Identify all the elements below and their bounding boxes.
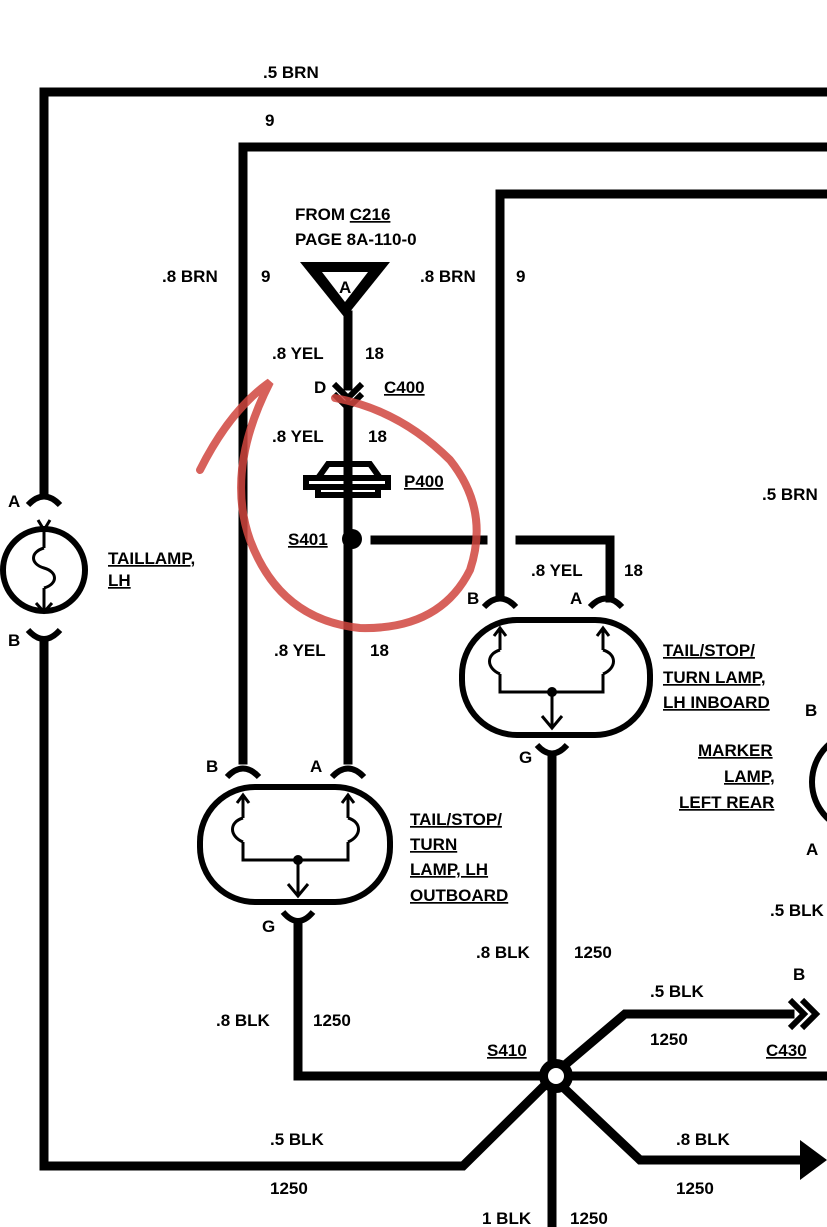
inboard-name-2: TURN LAMP,: [663, 668, 766, 687]
label-s401: S401: [288, 530, 328, 549]
marker-pin-a: A: [806, 840, 818, 859]
label-blk-bottom-left-size: .5 BLK: [270, 1130, 325, 1149]
label-yel-b-ckt: 18: [368, 427, 387, 446]
label-c430: C430: [766, 1041, 807, 1060]
taillamp-name-2: LH: [108, 571, 131, 590]
label-left-brn-size: .8 BRN: [162, 267, 218, 286]
label-yel-right-size: .8 YEL: [531, 561, 583, 580]
label-left-brn-ckt: 9: [261, 267, 270, 286]
label-blk-down-size: 1 BLK: [482, 1209, 532, 1227]
wire-outboard-ground: [293, 923, 550, 1081]
label-blk-c430-size: .5 BLK: [650, 982, 705, 1001]
label-blk-bottom-right-size: .8 BLK: [676, 1130, 731, 1149]
lamp-lh-inboard: [459, 595, 653, 757]
label-p400: P400: [404, 472, 444, 491]
label-yel-b-size: .8 YEL: [272, 427, 324, 446]
inboard-name-3: LH INBOARD: [663, 693, 770, 712]
outboard-name-1: TAIL/STOP/: [410, 810, 502, 829]
source-triangle-letter: A: [339, 278, 351, 297]
marker-name-1: MARKER: [698, 741, 773, 760]
label-yel-c-size: .8 YEL: [274, 641, 326, 660]
label-right-brn: .5 BRN: [762, 485, 818, 504]
outboard-pin-a: A: [310, 757, 322, 776]
label-yel-right-ckt: 18: [624, 561, 643, 580]
outboard-pin-g: G: [262, 917, 275, 936]
inboard-pin-g: G: [519, 748, 532, 767]
taillamp-name-1: TAILLAMP,: [108, 549, 195, 568]
source-line2: PAGE 8A-110-0: [295, 230, 417, 249]
inboard-name-1: TAIL/STOP/: [663, 641, 755, 660]
wire-top-brn: [39, 87, 827, 495]
label-s410: S410: [487, 1041, 527, 1060]
wire-circuit-9: [238, 142, 827, 765]
outboard-name-2: TURN: [410, 835, 457, 854]
source-line1: FROM C216: [295, 205, 390, 224]
label-mid-brn-ckt: 9: [516, 267, 525, 286]
label-right-blk-partial: .5 BLK: [770, 901, 825, 920]
outboard-name-3: LAMP, LH: [410, 860, 488, 879]
label-c430-pin: B: [793, 965, 805, 984]
label-yel-c-ckt: 18: [370, 641, 389, 660]
taillamp-pin-a: A: [8, 492, 20, 511]
label-blk-mid-ckt: 1250: [574, 943, 612, 962]
label-blk-left-size: .8 BLK: [216, 1011, 271, 1030]
lamp-marker-left-rear: [809, 742, 827, 822]
label-blk-left-ckt: 1250: [313, 1011, 351, 1030]
label-top-brn: .5 BRN: [263, 63, 319, 82]
label-c400: C400: [384, 378, 425, 397]
label-ckt-9-top: 9: [265, 111, 274, 130]
label-blk-bottom-left-ckt: 1250: [270, 1179, 308, 1198]
marker-pin-b: B: [805, 701, 817, 720]
lamp-lh-outboard: [197, 765, 393, 924]
taillamp-lh: [0, 493, 88, 642]
label-mid-brn-size: .8 BRN: [420, 267, 476, 286]
wire-mid-brn: [495, 189, 827, 600]
label-blk-down-ckt: 1250: [570, 1209, 608, 1227]
inboard-pin-a: A: [570, 589, 582, 608]
label-yel-a-size: .8 YEL: [272, 344, 324, 363]
label-blk-mid-size: .8 BLK: [476, 943, 531, 962]
marker-name-3: LEFT REAR: [679, 793, 774, 812]
taillamp-pin-b: B: [8, 631, 20, 650]
outboard-pin-b: B: [206, 757, 218, 776]
label-blk-bottom-right-ckt: 1250: [676, 1179, 714, 1198]
p400-connector: [303, 461, 391, 498]
annotation-circle: [196, 378, 481, 633]
label-yel-a-ckt: 18: [365, 344, 384, 363]
outboard-name-4: OUTBOARD: [410, 886, 508, 905]
splice-s401: [342, 529, 615, 603]
splice-s410: [539, 997, 827, 1180]
inboard-pin-b: B: [467, 589, 479, 608]
marker-name-2: LAMP,: [724, 767, 775, 786]
source-triangle: [300, 262, 390, 318]
wire-taillamp-ground: [39, 640, 552, 1171]
label-blk-c430-ckt: 1250: [650, 1030, 688, 1049]
label-c400-pin: D: [314, 378, 326, 397]
